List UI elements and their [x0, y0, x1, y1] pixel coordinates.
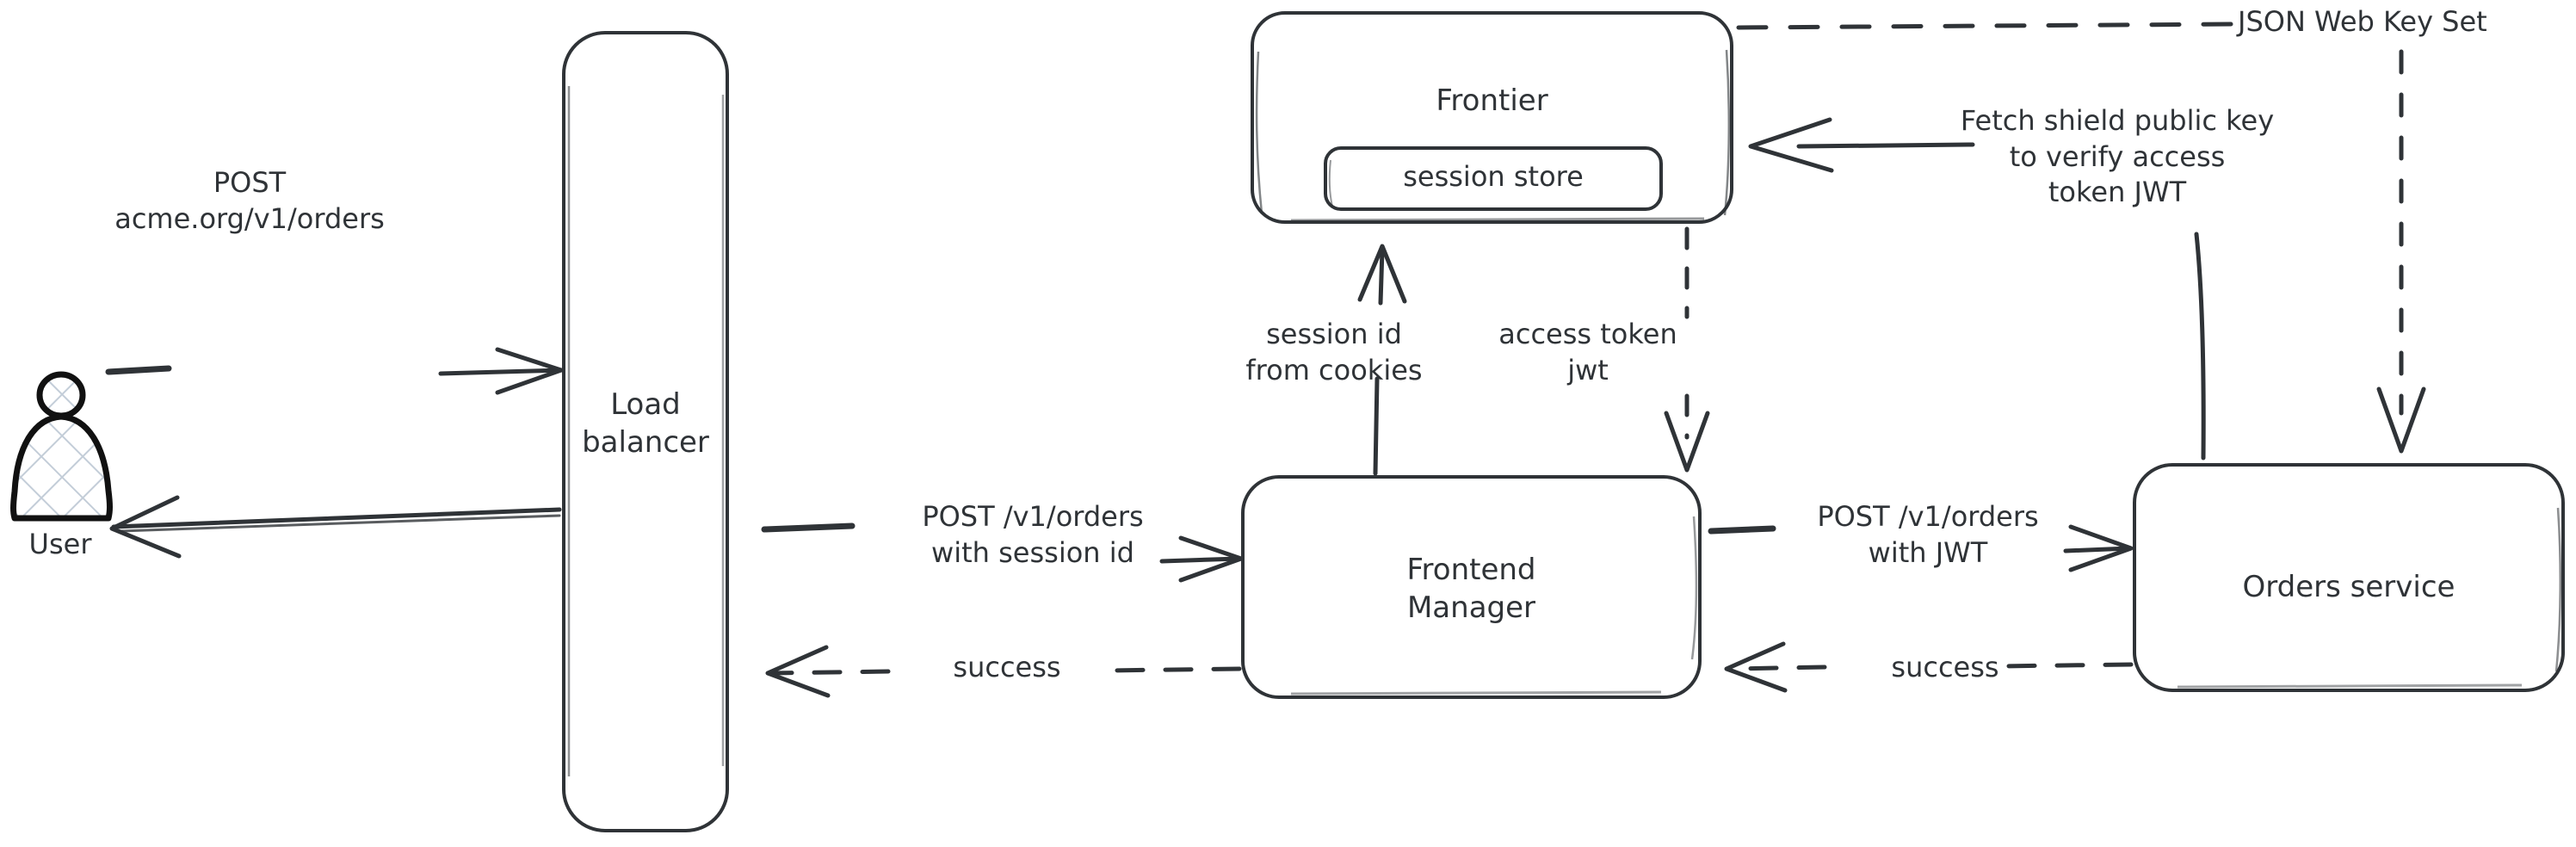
- edge-frontend-manager-to-load-balancer: [765, 645, 1242, 698]
- edge-orders-service-to-frontend-manager: [1724, 641, 2134, 693]
- edge-frontend-manager-to-frontier: [1357, 244, 1407, 476]
- edge-orders-service-to-frontier: [1748, 117, 2206, 461]
- edge-load-balancer-to-frontend-manager: [761, 522, 1244, 583]
- node-load-balancer[interactable]: [562, 31, 729, 832]
- node-orders-service[interactable]: [2133, 463, 2565, 692]
- edge-load-balancer-to-user: [109, 495, 562, 559]
- edge-user-to-load-balancer: [105, 347, 564, 395]
- edge-frontend-manager-to-orders-service: [1708, 524, 2134, 572]
- node-frontend-manager[interactable]: [1241, 475, 1702, 699]
- user-actor-icon: [10, 371, 113, 522]
- edge-frontier-to-orders-service: [1736, 22, 2426, 454]
- edge-frontier-to-frontend-manager: [1664, 226, 1710, 473]
- node-session-store[interactable]: [1324, 146, 1663, 211]
